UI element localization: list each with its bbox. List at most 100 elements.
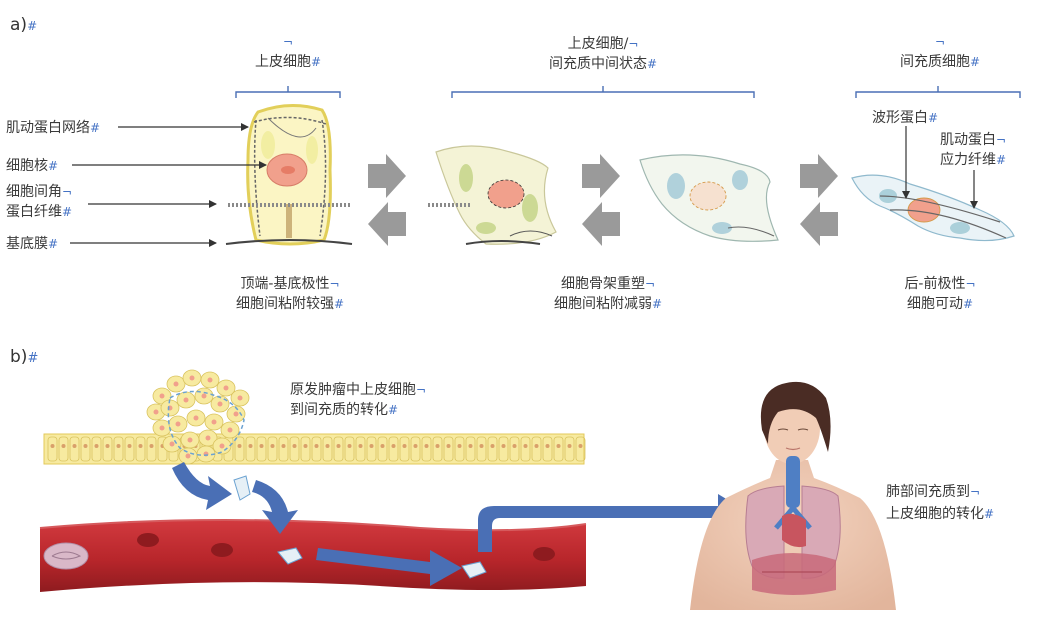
epithelial-layer-nucleus [358, 444, 363, 448]
epithelial-layer [43, 433, 586, 465]
epithelial-layer-cell [454, 436, 465, 462]
epithelial-layer-nucleus [281, 444, 286, 448]
epithelial-layer-cell [531, 436, 542, 462]
epithelial-layer-cell [69, 436, 80, 462]
bracket-mesenchymal [855, 86, 1021, 98]
label-primary-emt-1: 原发肿瘤中上皮细胞¬ [290, 381, 426, 398]
epithelial-layer-nucleus [402, 444, 407, 448]
human-figure [690, 381, 896, 610]
epithelial-layer-cell [102, 436, 113, 462]
epithelial-layer-cell [135, 436, 146, 462]
tumor-cell-nucleus [193, 415, 199, 421]
epithelial-layer-nucleus [534, 444, 539, 448]
epithelial-layer-nucleus [105, 444, 110, 448]
epithelial-cell [225, 103, 353, 246]
epithelial-layer-cell [146, 436, 157, 462]
transition-arrows-1 [368, 154, 406, 246]
epithelial-layer-nucleus [72, 444, 77, 448]
epithelial-layer-nucleus [149, 444, 154, 448]
blood-vessel [39, 519, 587, 592]
epithelial-layer-cell [344, 436, 355, 462]
panel-a-label: a)# [10, 15, 37, 35]
epithelial-layer-nucleus [303, 444, 308, 448]
line-break-mark: ¬ [283, 35, 293, 49]
tumor-cell-nucleus [189, 375, 195, 381]
caption-intermediate-1: 细胞骨架重塑¬ [561, 276, 655, 292]
epithelial-layer-cell [311, 436, 322, 462]
epithelial-layer-cell [399, 436, 410, 462]
epithelial-layer-cell [465, 436, 476, 462]
epithelial-layer-nucleus [50, 444, 55, 448]
tumor-cell-nucleus [205, 435, 211, 441]
epithelial-layer-cell [245, 436, 256, 462]
transition-arrows-2 [582, 154, 620, 246]
epithelial-layer-nucleus [567, 444, 572, 448]
epithelial-layer-cell [553, 436, 564, 462]
epithelial-layer-cell [421, 436, 432, 462]
epithelial-layer-nucleus [424, 444, 429, 448]
epithelial-layer-cell [333, 436, 344, 462]
tumor-cell-nucleus [153, 409, 159, 415]
epithelial-layer-nucleus [380, 444, 385, 448]
tumor-cell-nucleus [227, 427, 233, 433]
stage-epithelial-title: 上皮细胞# [255, 54, 321, 70]
epithelial-layer-nucleus [248, 444, 253, 448]
epithelial-layer-cell [58, 436, 69, 462]
epithelial-layer-cell [289, 436, 300, 462]
epithelial-layer-nucleus [325, 444, 330, 448]
epithelial-layer-nucleus [556, 444, 561, 448]
tumor-cell-nucleus [237, 395, 243, 401]
caption-mesenchymal-1: 后-前极性¬ [904, 275, 975, 292]
bracket-epithelial [235, 86, 341, 98]
epithelial-layer-cell [476, 436, 487, 462]
epithelial-layer-cell [80, 436, 91, 462]
epithelial-layer-nucleus [578, 444, 583, 448]
epithelial-layer-nucleus [501, 444, 506, 448]
epithelial-layer-cell [498, 436, 509, 462]
epithelial-layer-nucleus [270, 444, 275, 448]
tumor-cell-nucleus [201, 393, 207, 399]
primary-tumor [146, 369, 250, 465]
tumor-cell-nucleus [175, 421, 181, 427]
tumor-cell-nucleus [185, 453, 191, 459]
epithelial-layer-cell [256, 436, 267, 462]
transition-arrows-3 [800, 154, 838, 246]
epithelial-layer-nucleus [83, 444, 88, 448]
intermediate-cell-2 [639, 154, 779, 242]
label-stress-fibers-2: 应力纤维# [940, 151, 1006, 168]
epithelial-layer-nucleus [61, 444, 66, 448]
epithelial-layer-nucleus [347, 444, 352, 448]
epithelial-layer-cell [47, 436, 58, 462]
epithelial-layer-cell [234, 436, 245, 462]
label-stress-fibers-1: 肌动蛋白¬ [940, 132, 1006, 148]
epithelial-layer-nucleus [479, 444, 484, 448]
epithelial-layer-nucleus [490, 444, 495, 448]
bracket-intermediate [451, 86, 755, 98]
flow-arrows [172, 462, 748, 586]
tumor-cell-nucleus [217, 401, 223, 407]
epithelial-layer-cell [487, 436, 498, 462]
stage-intermediate-title-2: 间充质中间状态# [549, 56, 657, 72]
epithelial-layer-cell [278, 436, 289, 462]
tumor-cell-nucleus [219, 443, 225, 449]
epithelial-layer-nucleus [314, 444, 319, 448]
label-keratin-2: 蛋白纤维# [6, 204, 72, 220]
epithelial-layer-cell [388, 436, 399, 462]
tumor-cell-nucleus [233, 411, 239, 417]
caption-intermediate-2: 细胞间粘附减弱# [554, 296, 662, 312]
caption-epithelial-1: 顶端-基底极性¬ [240, 275, 339, 292]
epithelial-layer-cell [575, 436, 586, 462]
epithelial-layer-cell [443, 436, 454, 462]
epithelial-layer-nucleus [545, 444, 550, 448]
epithelial-layer-cell [355, 436, 366, 462]
tumor-cell-nucleus [207, 377, 213, 383]
line-break-mark: ¬ [935, 35, 945, 49]
label-lung-met-2: 上皮细胞的转化# [886, 506, 994, 522]
epithelial-layer-cell [432, 436, 443, 462]
label-nucleus: 细胞核# [6, 158, 58, 174]
pointer-lines [70, 123, 267, 247]
epithelial-layer-nucleus [237, 444, 242, 448]
epithelial-layer-nucleus [116, 444, 121, 448]
epithelial-layer-cell [366, 436, 377, 462]
